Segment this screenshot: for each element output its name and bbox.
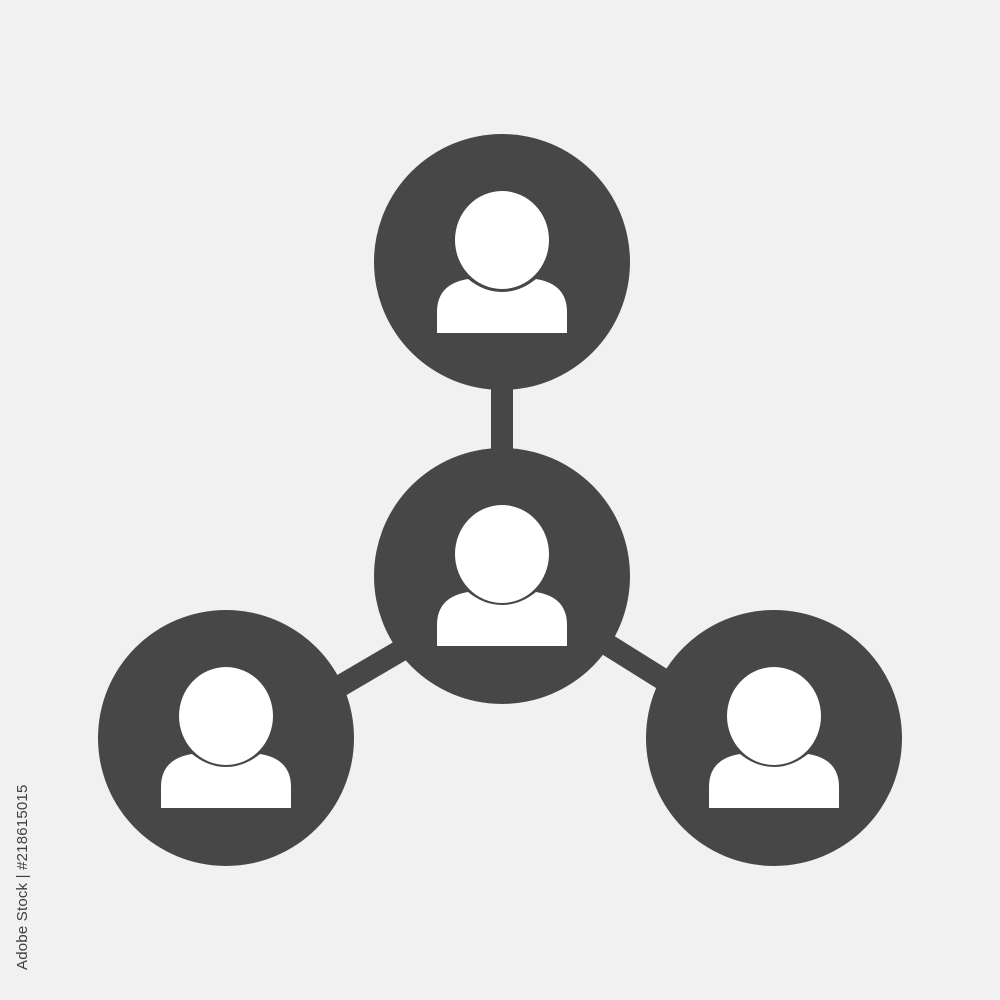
user-node-right bbox=[646, 610, 902, 866]
user-icon bbox=[437, 505, 567, 646]
connector-center-left bbox=[324, 638, 411, 702]
user-node-left bbox=[98, 610, 354, 866]
user-icon bbox=[161, 667, 291, 808]
user-node-top bbox=[374, 134, 630, 390]
stock-image-id: Adobe Stock | #218615015 bbox=[14, 784, 31, 970]
user-node-center bbox=[374, 448, 630, 704]
user-icon bbox=[709, 667, 839, 808]
user-icon bbox=[437, 191, 567, 333]
